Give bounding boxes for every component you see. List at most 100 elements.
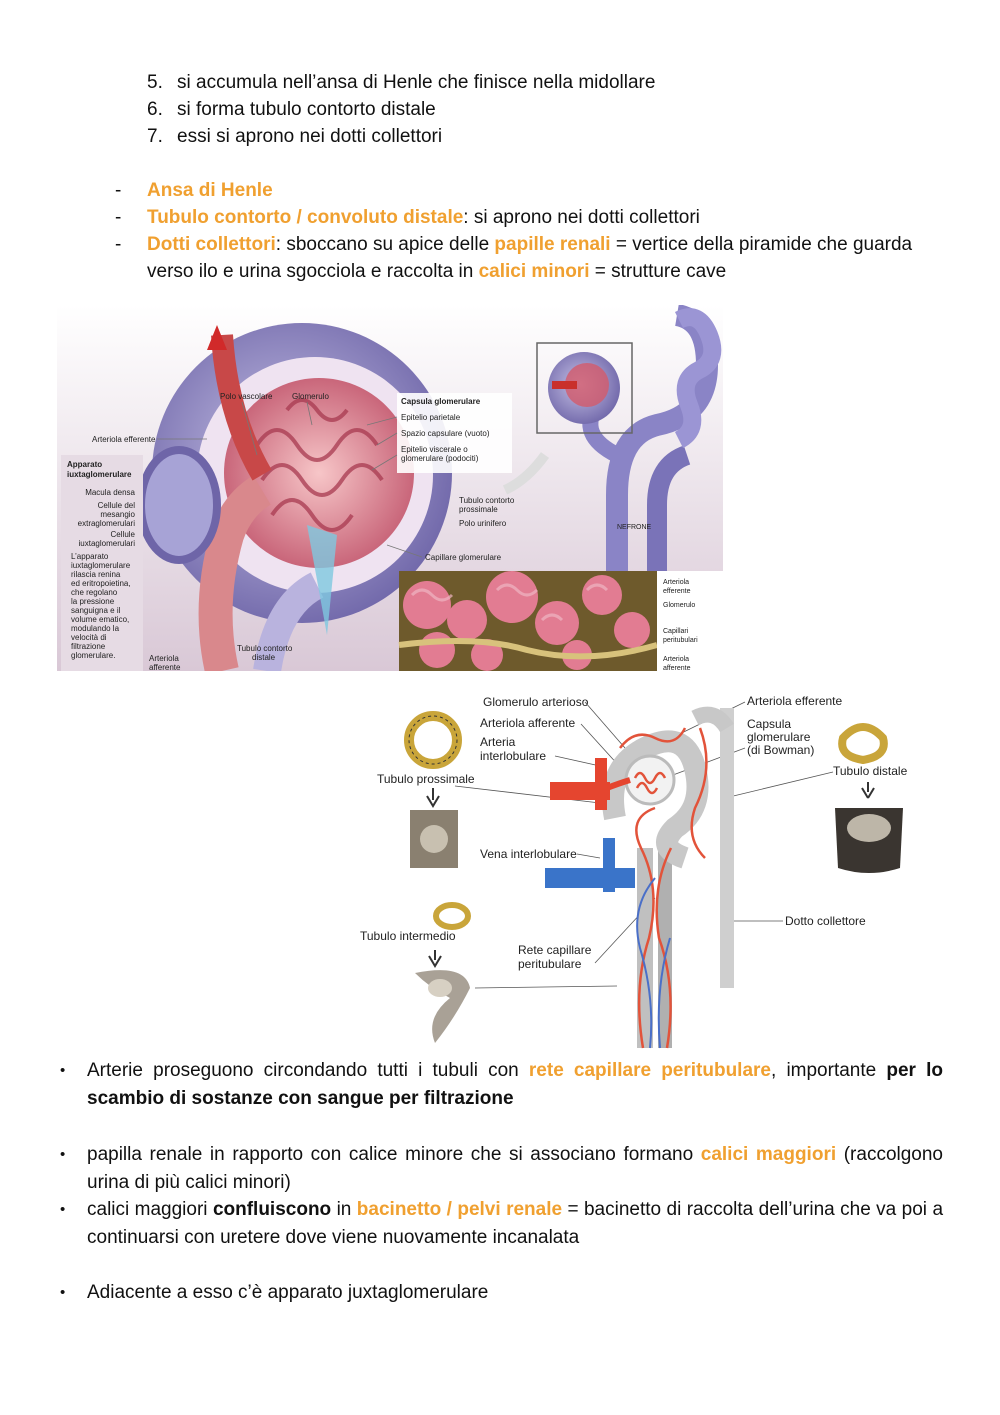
label-tubulo-prossimale: Tubulo prossimale — [377, 772, 475, 786]
label-rete-capillare-1: Rete capillare — [518, 943, 592, 957]
term-tubulo-distale: Tubulo contorto / convoluto distale — [147, 207, 464, 228]
bullet-paragraph-1: Arterie proseguono circondando tutti i t… — [87, 1060, 943, 1109]
term-pelvi-renale: bacinetto / pelvi renale — [356, 1199, 563, 1220]
efferent-arteriole — [211, 334, 272, 481]
bullet-paragraph-2: papilla renale in rapporto con calice mi… — [87, 1144, 943, 1193]
svg-text:velocità di: velocità di — [71, 633, 107, 642]
dash-marker: - — [115, 234, 122, 255]
interlobular-artery — [550, 758, 631, 810]
item-number: 7. — [147, 126, 163, 147]
svg-text:L’apparato: L’apparato — [71, 552, 109, 561]
label-arteriola-afferente: Arteriola afferente — [480, 716, 575, 730]
dash-text: verso ilo e urina sgocciola e raccolta i… — [147, 261, 727, 282]
label-cellule-mesangio-2: mesangio — [100, 510, 135, 519]
svg-text:modulando la: modulando la — [71, 624, 120, 633]
item-text: si accumula nell’ansa di Henle che finis… — [177, 72, 656, 93]
dash-text: Tubulo contorto / convoluto distale: si … — [147, 207, 700, 228]
label-capsula-1: Capsula — [747, 717, 791, 731]
label-arteria-interlobulare-1: Arteria — [480, 735, 516, 749]
label-arteriola-efferente: Arteriola efferente — [92, 435, 156, 444]
label-epitelio-parietale: Epitelio parietale — [401, 413, 461, 422]
dash-marker: - — [115, 180, 122, 201]
label-photo-arteriola-afferente-1: Arteriola — [663, 656, 689, 663]
zoom-box — [536, 342, 633, 434]
nephron-drawing — [602, 706, 734, 1049]
label-capillare-glomerulare: Capillare glomerulare — [425, 553, 502, 562]
label-photo-arteriola-efferente-2: efferente — [663, 588, 691, 595]
interlobular-vein — [545, 838, 635, 892]
label-tubulo-distale: Tubulo distale — [833, 764, 908, 778]
label-arteriola-afferente-2: afferente — [149, 663, 181, 671]
svg-text:rilascia renina: rilascia renina — [71, 570, 121, 579]
term-calici-maggiori: calici maggiori — [700, 1144, 837, 1165]
term-ansa-henle: Ansa di Henle — [147, 180, 273, 201]
down-arrow-icon — [861, 782, 875, 799]
apparato-description: L’apparato iuxtaglomerulare rilascia ren… — [71, 552, 131, 660]
label-capsula-title: Capsula glomerulare — [401, 397, 481, 406]
term-rete-capillare: rete capillare peritubulare — [528, 1060, 771, 1081]
term-papille-renali: papille renali — [494, 234, 611, 255]
dash-marker: - — [115, 207, 122, 228]
svg-text:volume ematico,: volume ematico, — [71, 615, 129, 624]
svg-text:filtrazione: filtrazione — [71, 642, 106, 651]
label-epitelio-viscerale-1: Epitelio viscerale o — [401, 445, 468, 454]
label-cellule-iuxta-2: iuxtaglomerulari — [79, 539, 136, 548]
item-number: 6. — [147, 99, 163, 120]
svg-text:sanguigna e il: sanguigna e il — [71, 606, 121, 615]
label-dotto-collettore: Dotto collettore — [785, 914, 866, 928]
apparato-title-1: Apparato — [67, 460, 102, 469]
svg-text:ed eritropoietina,: ed eritropoietina, — [71, 579, 131, 588]
label-vena-interlobulare: Vena interlobulare — [480, 847, 577, 861]
label-polo-vascolare: Polo vascolare — [220, 392, 273, 401]
down-arrow-icon — [428, 950, 442, 968]
item-text: essi si aprono nei dotti collettori — [177, 126, 443, 147]
label-macula-densa: Macula densa — [85, 488, 135, 497]
label-photo-capillari-1: Capillari — [663, 628, 689, 635]
micrograph-inset — [398, 571, 658, 671]
macula-densa-tube — [137, 446, 221, 564]
label-photo-glomerulo: Glomerulo — [663, 602, 695, 609]
label-tubulo-prossimale-2: prossimale — [459, 505, 498, 514]
label-tubulo-distale-1: Tubulo contorto — [237, 644, 293, 653]
intermediate-tubule-section — [433, 902, 471, 930]
item-text: si forma tubulo contorto distale — [177, 99, 436, 120]
bullet-marker: • — [60, 1062, 66, 1079]
bullet-paragraph-3: calici maggiori confluiscono in bacinett… — [87, 1199, 944, 1248]
distal-tubule-section — [838, 723, 888, 765]
label-glomerulo: Glomerulo — [292, 392, 329, 401]
label-tubulo-intermedio: Tubulo intermedio — [360, 929, 456, 943]
label-rete-capillare-2: peritubulare — [518, 957, 582, 971]
dash-text: Dotti collettori: sboccano su apice dell… — [147, 234, 913, 255]
label-nefrone: NEFRONE — [617, 524, 652, 531]
label-arteria-interlobulare-2: interlobulare — [480, 749, 546, 763]
label-tubulo-distale-2: distale — [252, 653, 276, 662]
label-photo-arteriola-efferente-1: Arteriola — [663, 579, 689, 586]
svg-text:iuxtaglomerulare: iuxtaglomerulare — [71, 561, 131, 570]
apparato-panel — [61, 455, 143, 671]
nephron-vascular-diagram: Glomerulo arterioso Arteriola afferente … — [360, 694, 908, 1049]
svg-text:che regolano: che regolano — [71, 588, 118, 597]
label-polo-urinifero: Polo urinifero — [459, 519, 507, 528]
label-cellule-iuxta-1: Cellule — [111, 530, 136, 539]
bullet-marker: • — [60, 1146, 66, 1163]
label-glomerulo-arterioso: Glomerulo arterioso — [483, 695, 589, 709]
svg-text:la pressione: la pressione — [71, 597, 115, 606]
bullet-marker: • — [60, 1284, 66, 1301]
label-cellule-mesangio-1: Cellule del — [98, 501, 136, 510]
label-tubulo-prossimale-1: Tubulo contorto — [459, 496, 515, 505]
label-arteriola-efferente: Arteriola efferente — [747, 694, 842, 708]
bullet-marker: • — [60, 1201, 66, 1218]
apparato-title-2: iuxtaglomerulare — [67, 470, 132, 479]
label-cellule-mesangio-3: extraglomerulari — [78, 519, 136, 528]
term-dotti-collettori: Dotti collettori — [147, 234, 276, 255]
glomerulus-illustration: Apparato iuxtaglomerulare Macula densa C… — [57, 305, 723, 671]
label-spazio-capsulare: Spazio capsulare (vuoto) — [401, 429, 490, 438]
label-photo-capillari-2: peritubulari — [663, 637, 698, 644]
label-capsula-2: glomerulare — [747, 730, 811, 744]
bullet-paragraph-4: Adiacente a esso c’è apparato juxtaglome… — [87, 1282, 489, 1303]
label-epitelio-viscerale-2: glomerulare (podociti) — [401, 454, 479, 463]
label-photo-arteriola-afferente-2: afferente — [663, 665, 691, 671]
arrow-up-icon — [207, 325, 227, 350]
item-number: 5. — [147, 72, 163, 93]
down-arrow-icon — [426, 788, 440, 808]
